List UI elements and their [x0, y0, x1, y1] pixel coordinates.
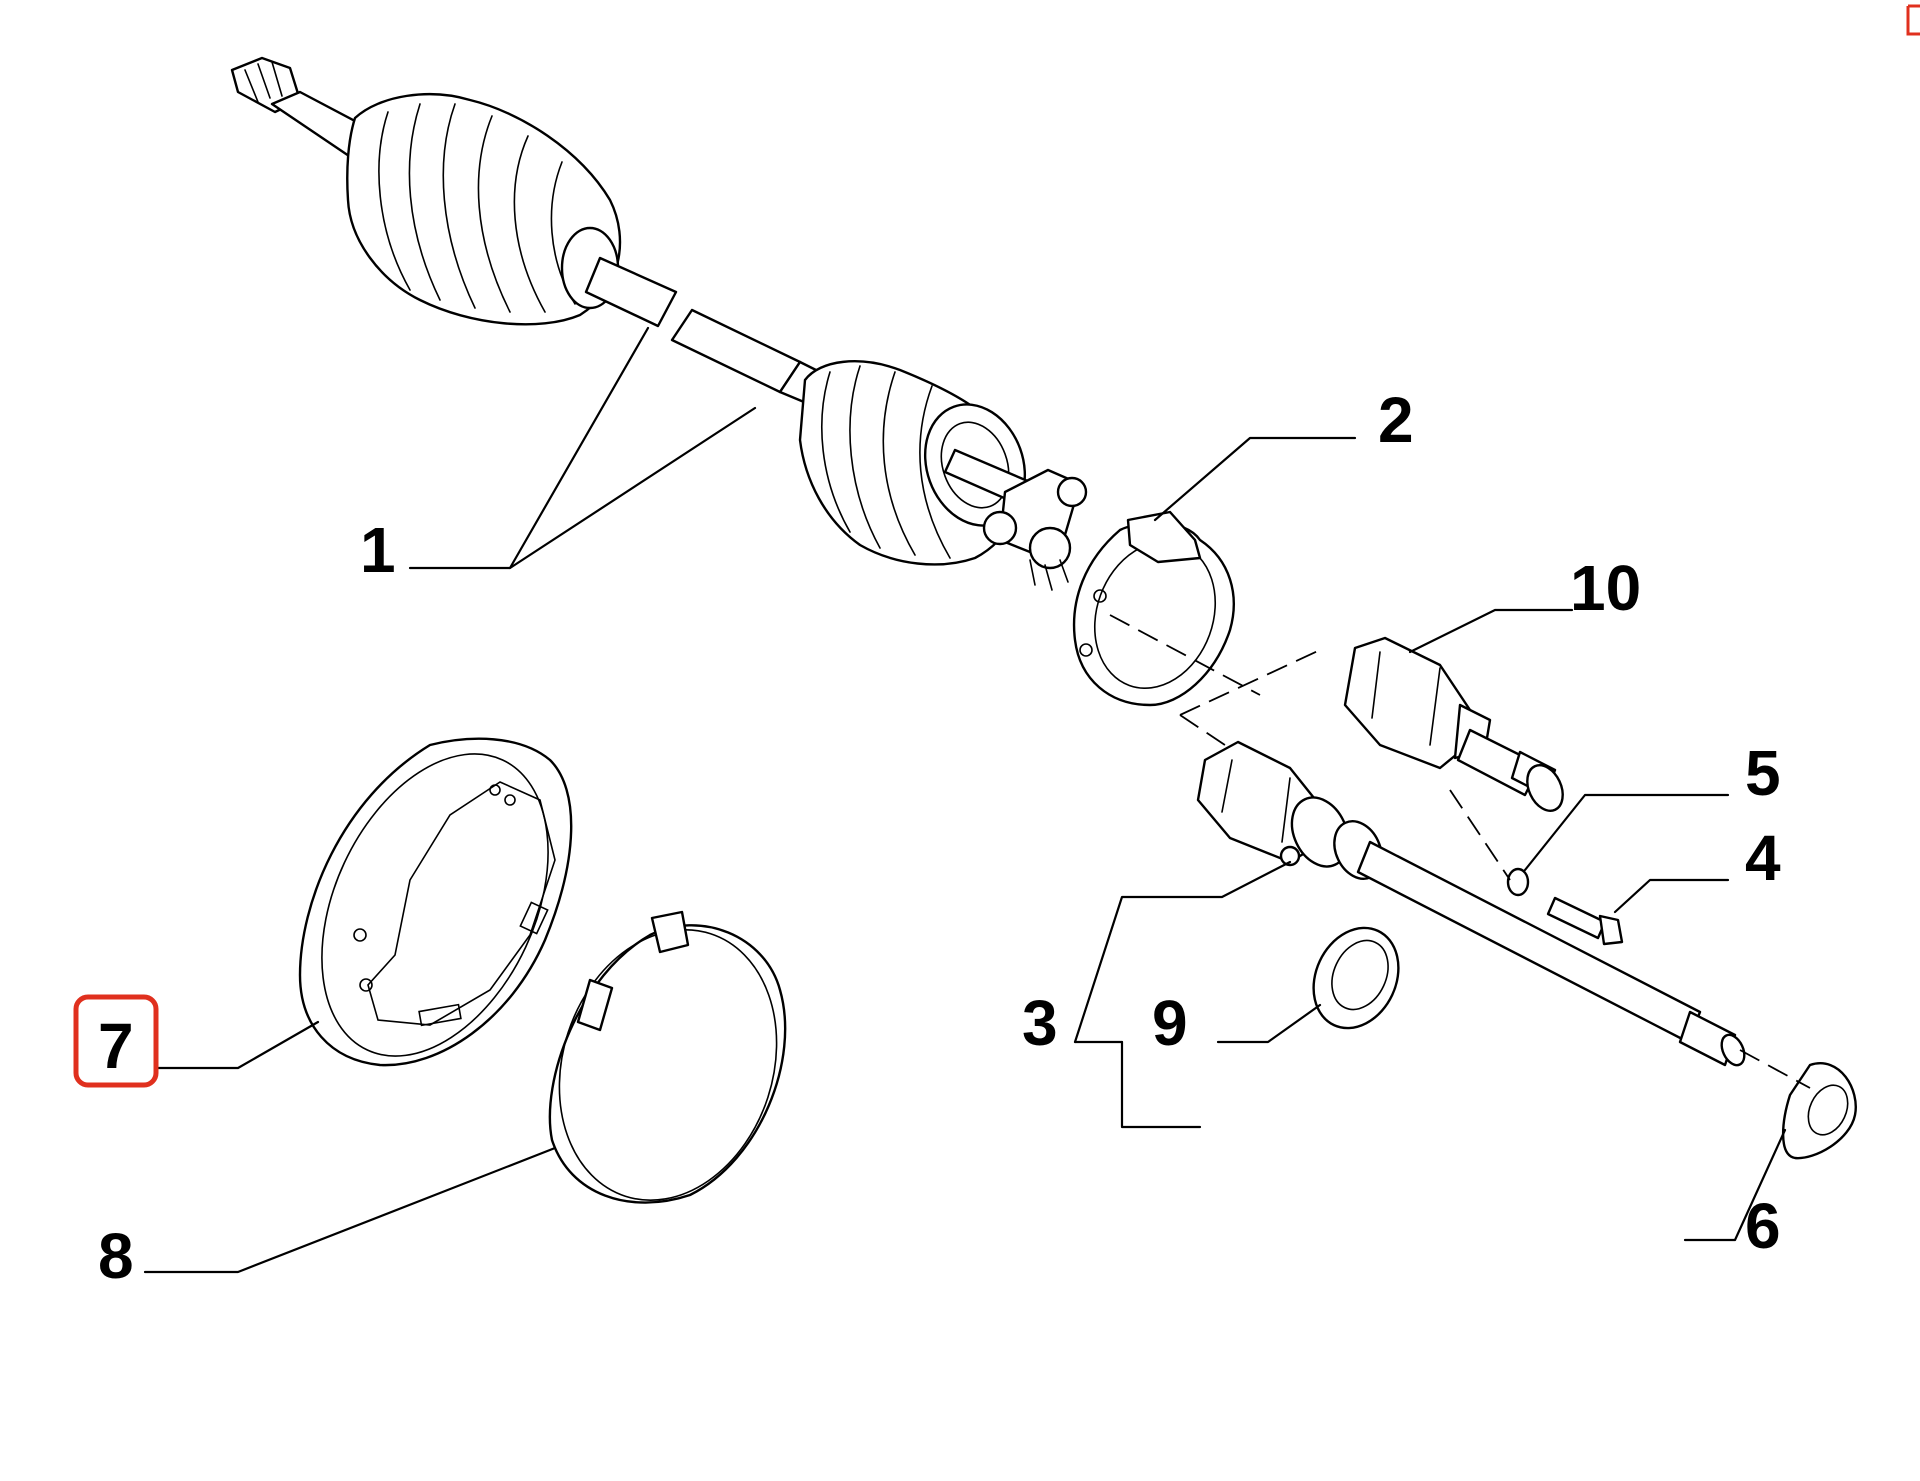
inner-joint-housing[interactable]: [1343, 636, 1570, 817]
hose-clamp[interactable]: [525, 901, 810, 1228]
callout-5[interactable]: 5: [1745, 737, 1781, 809]
callout-2[interactable]: 2: [1378, 384, 1414, 456]
seal-ring[interactable]: [1298, 914, 1414, 1042]
callout-labels: 1 2 3 4 5 6 7 8 9 10: [98, 384, 1781, 1292]
leader-lines: [143, 326, 1787, 1274]
bolt[interactable]: [1546, 896, 1624, 946]
callout-7[interactable]: 7: [98, 1010, 134, 1082]
callout-8[interactable]: 8: [98, 1220, 134, 1292]
washer[interactable]: [1506, 867, 1530, 897]
callout-3[interactable]: 3: [1022, 987, 1058, 1059]
dust-cap[interactable]: [1781, 1062, 1857, 1160]
callout-1[interactable]: 1: [360, 514, 396, 586]
intermediate-shaft[interactable]: [1196, 740, 1749, 1069]
drive-shaft-assembly[interactable]: [230, 56, 1088, 591]
callout-9[interactable]: 9: [1152, 987, 1188, 1059]
callout-4[interactable]: 4: [1745, 822, 1781, 894]
boot-adapter-ring[interactable]: [277, 718, 593, 1093]
corner-marker-icon: [1906, 4, 1920, 36]
assembly-axis-lines: [1109, 614, 1811, 1089]
selected-callout-highlight: [73, 994, 159, 1088]
clamp-bracket[interactable]: [1072, 510, 1235, 707]
callout-10[interactable]: 10: [1570, 552, 1641, 624]
callout-6[interactable]: 6: [1745, 1190, 1781, 1262]
